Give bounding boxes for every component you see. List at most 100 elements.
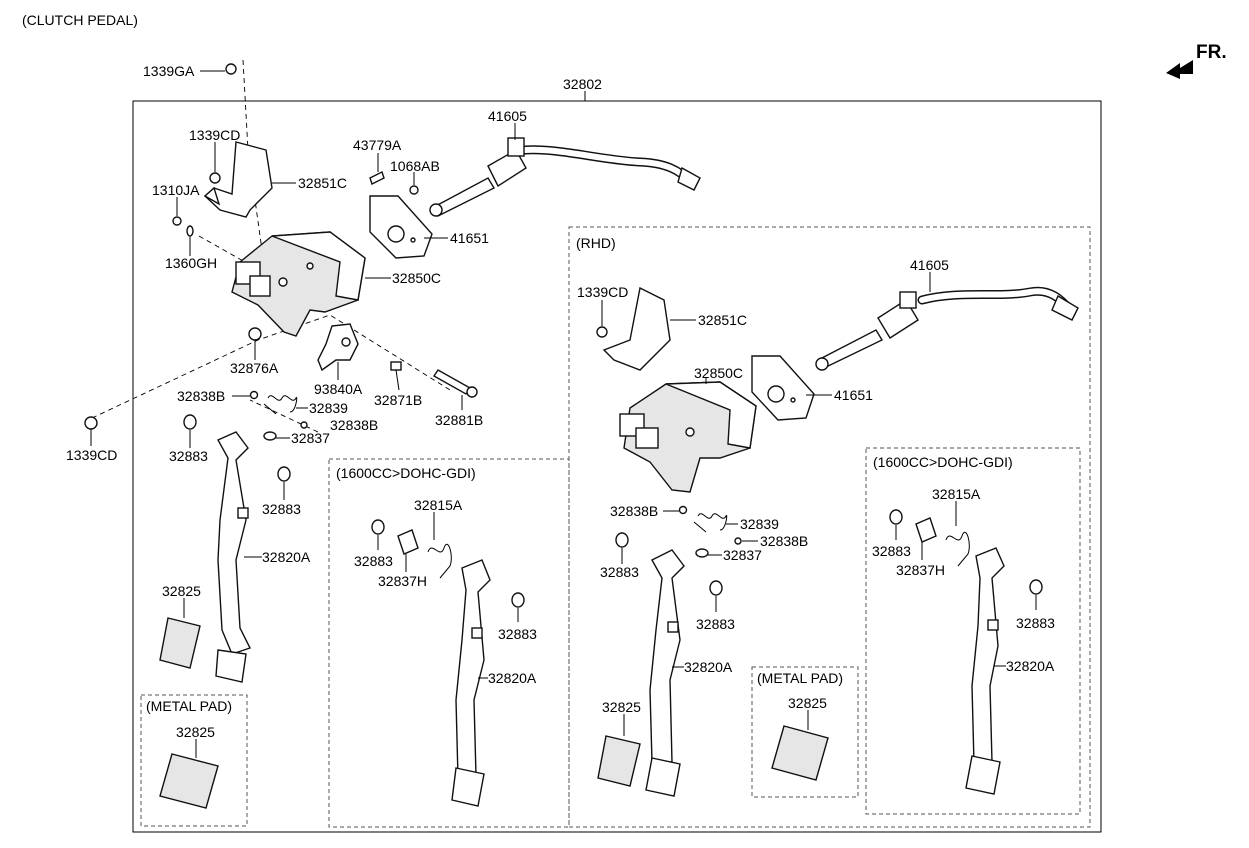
part-label-32825-c[interactable]: 32825 (602, 699, 641, 715)
part-label-32820A-a[interactable]: 32820A (262, 549, 311, 565)
pedal-pad-32825-rubber-left (159, 598, 201, 669)
part-label-32825-d[interactable]: 32825 (788, 695, 827, 711)
nut-1339GA (200, 63, 237, 75)
part-label-32883-c[interactable]: 32883 (354, 553, 393, 569)
part-label-1339CD-b[interactable]: 1339CD (66, 447, 117, 463)
part-label-41605-b[interactable]: 41605 (910, 257, 949, 273)
front-direction-arrow-icon (1166, 60, 1193, 79)
bushing-32838B-c (663, 505, 688, 515)
bushing-32883-e (615, 532, 629, 564)
bushing-32883-g (889, 509, 903, 540)
clutch-pedal-arm-32820A-gdi-left (451, 559, 491, 807)
rhd-group-label: (RHD) (576, 235, 616, 251)
gasket-plate-41651-rhd (751, 355, 832, 421)
gdi-left-group-label: (1600CC>DOHC-GDI) (336, 465, 476, 481)
collar-32837H-left (397, 529, 419, 572)
clutch-master-cylinder-41605-left (429, 123, 701, 217)
pedal-pad-32825-rubber-rhd (597, 714, 641, 787)
part-label-32825-b[interactable]: 32825 (176, 724, 215, 740)
part-label-1310JA[interactable]: 1310JA (152, 182, 200, 198)
part-label-32837H-b[interactable]: 32837H (896, 562, 945, 578)
spring-32815A-rhd (945, 501, 970, 567)
metal-pad-right-label: (METAL PAD) (757, 670, 843, 686)
part-label-32820A-b[interactable]: 32820A (488, 670, 537, 686)
front-direction-label: FR. (1196, 42, 1227, 63)
bushing-32883-b (277, 466, 291, 500)
pedal-bracket-32850C-left (231, 231, 391, 337)
switch-bracket-93840A (317, 323, 359, 380)
gasket-plate-41651-left (369, 195, 448, 259)
part-label-43779A[interactable]: 43779A (353, 137, 402, 153)
spring-32815A-left (427, 512, 452, 579)
bracket-32851C (203, 141, 296, 218)
part-label-41605-a[interactable]: 41605 (488, 108, 527, 124)
bracket-32851C-rhd (602, 286, 696, 371)
clip-43779A (369, 153, 385, 185)
part-label-32883-g[interactable]: 32883 (872, 543, 911, 559)
part-label-41651-b[interactable]: 41651 (834, 387, 873, 403)
part-label-93840A[interactable]: 93840A (314, 381, 363, 397)
part-label-32883-b[interactable]: 32883 (262, 501, 301, 517)
part-label-32883-h[interactable]: 32883 (1016, 615, 1055, 631)
pedal-bracket-32850C-rhd (619, 378, 757, 493)
gdi-left-group-frame (328, 458, 570, 828)
part-label-32883-d[interactable]: 32883 (498, 626, 537, 642)
bushing-32838B-d (734, 537, 758, 545)
bushing-32838B-b (300, 421, 308, 429)
part-label-32850C-a[interactable]: 32850C (392, 270, 441, 286)
part-label-32850C-b[interactable]: 32850C (694, 365, 743, 381)
bushing-32838B-a (232, 390, 259, 400)
pedal-pad-32825-metal-rhd (771, 710, 829, 781)
nut-1339CD-lower (84, 416, 98, 446)
bushing-32883-a (183, 414, 197, 448)
part-label-32838B-b[interactable]: 32838B (330, 417, 378, 433)
part-label-32837-a[interactable]: 32837 (291, 430, 330, 446)
part-label-32838B-a[interactable]: 32838B (177, 388, 225, 404)
bushing-32883-d (511, 592, 525, 622)
part-label-32838B-c[interactable]: 32838B (610, 503, 658, 519)
return-spring-32839-left (263, 395, 308, 415)
clutch-pedal-arm-32820A-left (215, 431, 262, 683)
part-label-1360GH[interactable]: 1360GH (165, 255, 217, 271)
part-label-32837H-a[interactable]: 32837H (378, 573, 427, 589)
part-label-32881B[interactable]: 32881B (435, 412, 483, 428)
clutch-pedal-arm-32820A-rhd (645, 549, 685, 797)
part-label-32837-b[interactable]: 32837 (723, 547, 762, 563)
part-label-32883-e[interactable]: 32883 (600, 564, 639, 580)
part-label-32820A-c[interactable]: 32820A (684, 659, 733, 675)
part-label-32839-a[interactable]: 32839 (309, 400, 348, 416)
diagram-title: (CLUTCH PEDAL) (22, 12, 138, 28)
bushing-32883-h (1029, 579, 1043, 610)
part-label-32825-a[interactable]: 32825 (162, 583, 201, 599)
part-label-32802[interactable]: 32802 (563, 76, 602, 92)
part-label-41651-a[interactable]: 41651 (450, 230, 489, 246)
part-label-32851C-b[interactable]: 32851C (698, 312, 747, 328)
part-label-32820A-d[interactable]: 32820A (1006, 658, 1055, 674)
part-label-1339GA[interactable]: 1339GA (143, 63, 195, 79)
part-label-32883-a[interactable]: 32883 (169, 448, 208, 464)
bolt-32871B (390, 361, 402, 391)
part-label-32838B-d[interactable]: 32838B (760, 533, 808, 549)
part-label-1339CD-a[interactable]: 1339CD (189, 127, 240, 143)
part-label-32815A-a[interactable]: 32815A (414, 497, 463, 513)
collar-32837H-rhd (915, 517, 937, 560)
part-label-32876A[interactable]: 32876A (230, 360, 279, 376)
gdi-right-group-label: (1600CC>DOHC-GDI) (873, 454, 1013, 470)
metal-pad-right-frame (751, 666, 859, 798)
part-label-32839-b[interactable]: 32839 (740, 516, 779, 532)
part-label-1339CD-c[interactable]: 1339CD (577, 284, 628, 300)
pedal-pad-32825-metal-left (159, 739, 219, 809)
clutch-pedal-arm-32820A-gdi-rhd (965, 547, 1006, 795)
part-label-1068AB[interactable]: 1068AB (390, 158, 440, 174)
part-label-32815A-b[interactable]: 32815A (932, 486, 981, 502)
clutch-master-cylinder-41605-rhd (815, 272, 1079, 371)
nut-1339CD-upper (209, 142, 221, 184)
return-spring-32839-rhd (693, 513, 738, 533)
clip-32837-rhd (695, 548, 722, 558)
metal-pad-left-label: (METAL PAD) (146, 698, 232, 714)
part-label-32851C-a[interactable]: 32851C (298, 175, 347, 191)
main-assembly-frame (132, 100, 1102, 833)
part-label-32871B[interactable]: 32871B (374, 392, 422, 408)
part-label-32883-f[interactable]: 32883 (696, 616, 735, 632)
